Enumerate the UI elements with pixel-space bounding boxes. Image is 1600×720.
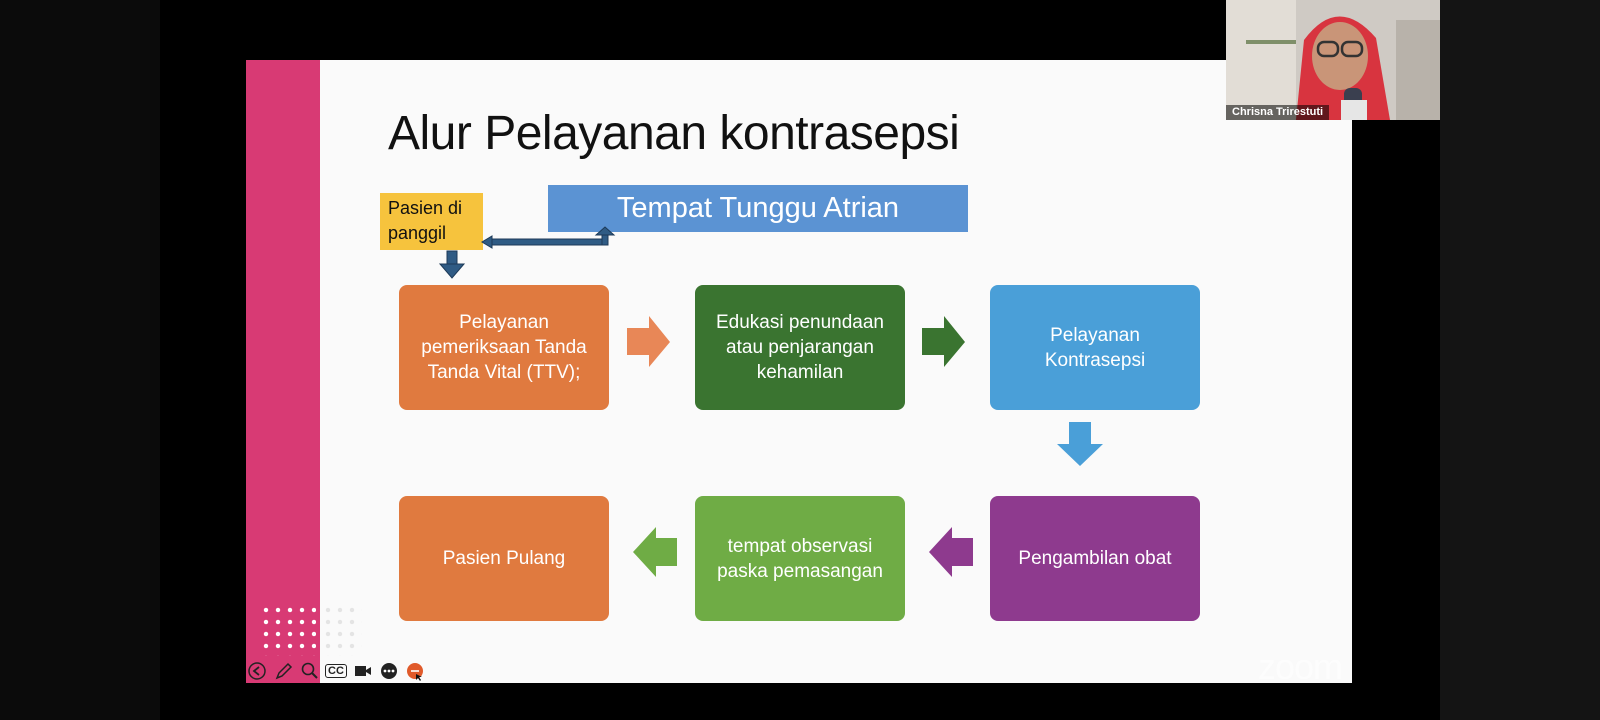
patient-called-box: Pasien di panggil xyxy=(380,193,483,250)
zoom-watermark: zoom xyxy=(1258,646,1343,687)
down-arrow-to-step1 xyxy=(438,250,466,279)
right-frame xyxy=(1440,0,1600,720)
left-arrow-purple xyxy=(929,527,973,577)
queue-connector-arrow xyxy=(481,226,616,249)
more-icon[interactable] xyxy=(378,660,400,682)
step-observation: tempat observasi paska pemasangan xyxy=(695,496,905,621)
left-frame xyxy=(0,0,160,720)
step-contraception-service: Pelayanan Kontrasepsi xyxy=(990,285,1200,410)
step-medicine-pickup: Pengambilan obat xyxy=(990,496,1200,621)
captions-label: CC xyxy=(325,664,347,678)
back-arrow-icon[interactable] xyxy=(246,660,268,682)
participant-video-feed xyxy=(1226,0,1440,120)
presentation-slide: Alur Pelayanan kontrasepsi Tempat Tunggu… xyxy=(246,60,1352,683)
pen-icon[interactable] xyxy=(273,660,295,682)
slide-accent-band xyxy=(246,60,320,683)
right-arrow-green xyxy=(922,316,965,367)
queue-area-box: Tempat Tunggu Atrian xyxy=(548,185,968,232)
flow-arrows xyxy=(438,226,1103,577)
captions-icon[interactable]: CC xyxy=(325,660,347,682)
left-arrow-green xyxy=(633,527,677,577)
step-education: Edukasi penundaan atau penjarangan keham… xyxy=(695,285,905,410)
slide-title: Alur Pelayanan kontrasepsi xyxy=(388,107,960,160)
video-camera-icon[interactable] xyxy=(352,660,374,682)
right-arrow-orange xyxy=(627,316,670,367)
down-arrow-blue xyxy=(1057,422,1103,466)
zoom-icon[interactable] xyxy=(299,660,321,682)
slide-dot-pattern xyxy=(260,604,316,656)
participant-video-tile[interactable]: Chrisna Trirestuti xyxy=(1226,0,1440,120)
pointer-icon[interactable] xyxy=(404,660,426,682)
step-vital-signs: Pelayanan pemeriksaan Tanda Tanda Vital … xyxy=(399,285,609,410)
step-patient-discharge: Pasien Pulang xyxy=(399,496,609,621)
slide-dot-pattern-faint xyxy=(322,604,362,656)
participant-name: Chrisna Trirestuti xyxy=(1226,105,1330,120)
